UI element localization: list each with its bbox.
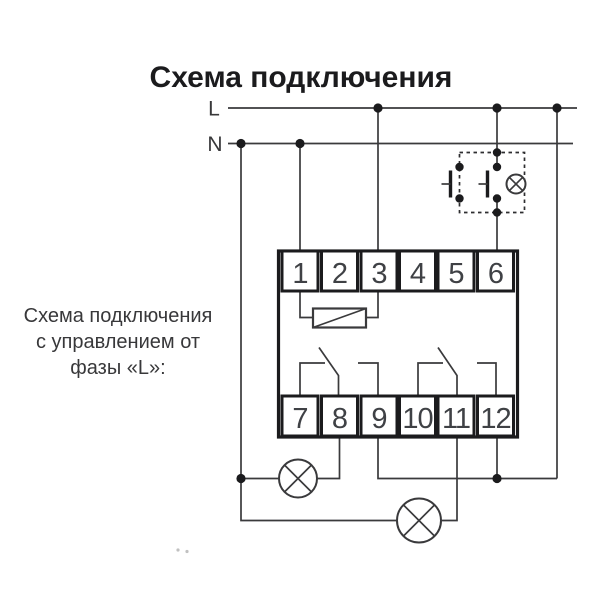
caption-block: Схема подключения с управлением от фазы … [24,305,213,379]
terminal-box-11 [436,394,476,438]
neutral-label: N [207,133,222,156]
terminal-box-5 [436,249,476,293]
wire-n-left-drop [240,143,397,522]
terminal-label: 2 [332,258,347,290]
junction-dots [236,103,562,484]
caption-line-3: фазы «L»: [70,357,165,379]
wires [228,107,577,522]
terminal-box-7 [280,394,320,438]
terminal-box-10 [398,394,437,438]
phase-label: L [208,98,220,121]
control-module [441,151,527,214]
terminal-box-8 [320,394,359,438]
junction-dot [492,194,502,203]
terminal-label: 5 [448,258,463,290]
junction-dot [552,103,562,113]
stray-marks [176,548,189,554]
junction-dot [492,473,502,484]
junction-dot [492,162,502,172]
page-title: Схема подключения [150,61,453,94]
terminal-label: 9 [371,403,386,435]
terminal-box-4 [398,249,437,293]
wire-terminal9-to-right [377,436,557,480]
junction-dot [455,194,464,203]
terminal-box-6 [476,249,515,293]
junction-dot [295,138,305,149]
push-button-icon-right [478,170,490,198]
junction-dot [373,103,383,113]
junction-dot [236,473,246,484]
terminal-box-9 [359,394,399,438]
no-contact-icon-left [299,347,379,396]
wire-lamp1-to-terminal8 [317,436,341,480]
terminal-box-1 [280,249,320,293]
lamp-icon-1 [278,458,318,499]
no-contact-icon-right [417,347,497,396]
terminal-box-3 [359,249,399,293]
junction-dot [492,103,502,113]
junction-dot [236,138,246,149]
caption-line-1: Схема подключения [24,305,213,327]
terminal-label: 12 [480,403,510,435]
module-dashed-outline [458,151,526,214]
terminal-label: 1 [292,258,307,290]
push-button-icon-left [441,170,453,198]
terminal-label: 7 [292,403,307,435]
terminal-label: 10 [402,403,432,435]
relay-coil-icon [299,291,379,329]
junction-dot [492,208,502,217]
junction-dot [492,148,502,157]
terminal-label: 3 [371,258,386,290]
wire-terminal11-to-lamp2 [441,436,458,522]
terminal-label: 6 [488,258,503,290]
indicator-lamp-icon [505,173,527,195]
caption-line-2: с управлением от [36,331,200,353]
terminal-box-2 [320,249,359,293]
terminal-label: 4 [410,258,426,290]
junction-dot [455,162,464,172]
terminal-label: 8 [332,403,347,435]
lamp-icon-2 [396,497,442,544]
terminal-box-12 [476,394,515,438]
terminal-row-bottom: 7 8 9 10 11 12 [280,394,515,438]
terminal-label: 11 [442,403,470,435]
terminal-row-top: 1 2 3 4 5 6 [280,249,515,293]
